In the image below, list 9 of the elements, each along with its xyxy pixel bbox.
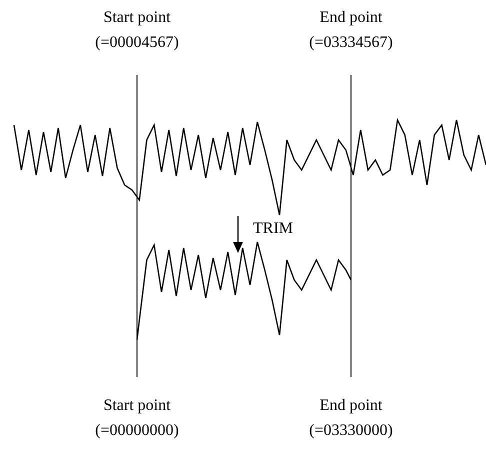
point-value: (=03330000)	[309, 423, 393, 439]
point-label: End point	[320, 10, 382, 26]
point-value: (=00004567)	[95, 35, 179, 51]
point-label: Start point	[103, 398, 171, 414]
operation-label: TRIM	[253, 221, 293, 237]
point-value: (=03334567)	[309, 35, 393, 51]
point-label: End point	[320, 398, 382, 414]
point-label: Start point	[103, 10, 171, 26]
point-value: (=00000000)	[95, 423, 179, 439]
